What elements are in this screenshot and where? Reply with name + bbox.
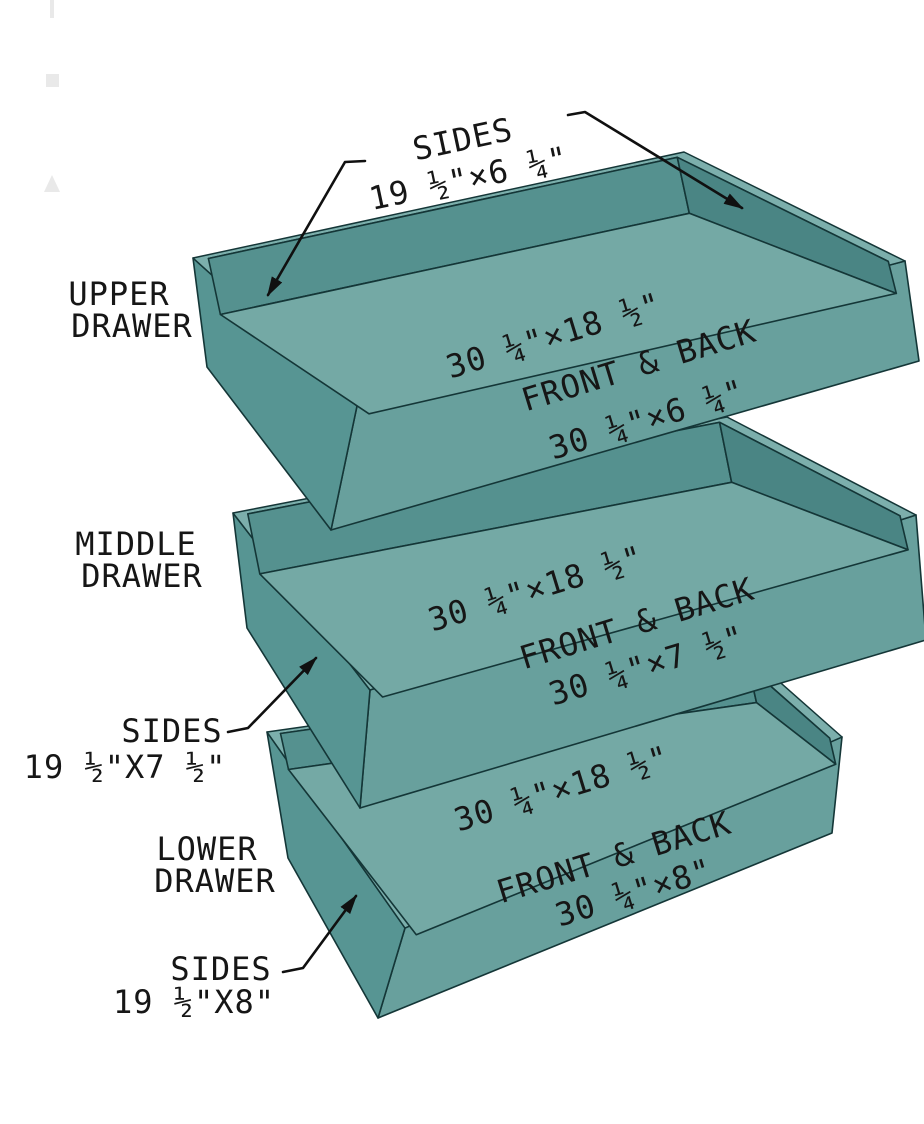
upper-drawer-name-line1: UPPER (68, 275, 169, 313)
upper-sides-right-leader-arrow (566, 110, 744, 210)
lower-drawer-name-line2: DRAWER (154, 862, 276, 900)
middle-sides-leader-arrow (226, 656, 318, 734)
artifact-triangle (44, 175, 60, 192)
leader-arrows (226, 110, 744, 974)
middle-drawer-bottom-inner-face (258, 481, 909, 698)
artifact-line (50, 0, 54, 18)
middle-sides-dimension: 19 ½"X7 ½" (24, 748, 227, 786)
lower-drawer-name-line1: LOWER (156, 830, 257, 868)
upper-drawer-name-line2: DRAWER (71, 307, 193, 345)
upper-drawer-box (192, 151, 920, 531)
scan-artifacts (44, 0, 60, 192)
lower-sides-dimension: 19 ½"X8" (113, 983, 275, 1021)
middle-sides-label: SIDES (121, 712, 222, 750)
lower-sides-label: SIDES (170, 950, 271, 988)
lower-sides-leader-arrow (281, 894, 358, 974)
middle-drawer-box (232, 416, 924, 809)
artifact-square (46, 74, 59, 87)
upper-sides-left-leader-arrow (266, 159, 367, 297)
upper-drawer-bottom-inner-face (219, 212, 898, 415)
middle-drawer-name-line2: DRAWER (81, 557, 203, 595)
middle-drawer-name-line1: MIDDLE (75, 525, 197, 563)
